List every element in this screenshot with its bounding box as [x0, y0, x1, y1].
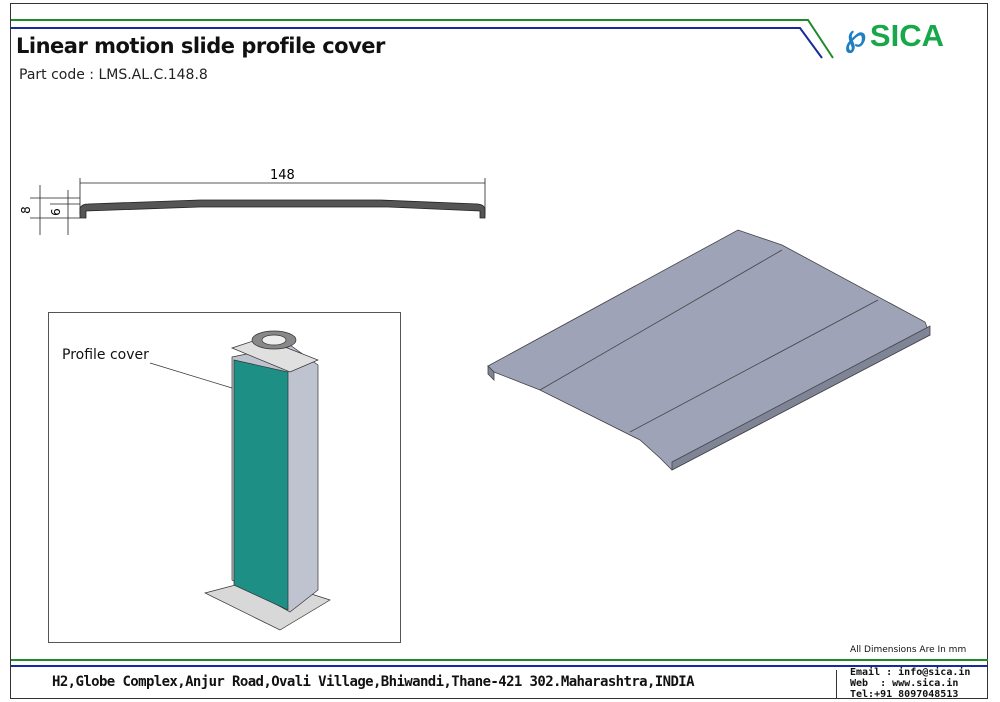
header-green-line [11, 19, 834, 59]
contact-web: Web : www.sica.in [850, 678, 959, 689]
page-title: Linear motion slide profile cover [16, 34, 385, 58]
height-dimension: 8 [18, 206, 33, 214]
contact-tel: Tel:+91 8097048513 [850, 689, 959, 700]
logo-text: SICA [869, 18, 944, 53]
sheet-border [10, 3, 988, 699]
inner-height-dimension: 6 [48, 208, 63, 216]
profile-cover-callout: Profile cover [62, 347, 149, 363]
footer-separator [836, 670, 837, 698]
header-blue-line [11, 27, 823, 59]
logo-mark-icon: ℘ [845, 20, 866, 53]
contact-email: Email : info@sica.in [850, 667, 971, 678]
contact-block: Email : info@sica.in Web : www.sica.in T… [850, 667, 970, 700]
profile-section-drawing [30, 178, 486, 235]
part-code: Part code : LMS.AL.C.148.8 [19, 67, 208, 83]
isometric-cover-view [487, 229, 931, 471]
company-address: H2,Globe Complex,Anjur Road,Ovali Villag… [52, 674, 695, 690]
sica-logo: ℘SICA [845, 18, 944, 54]
assembly-inset-frame [48, 312, 401, 643]
width-dimension: 148 [270, 168, 295, 183]
assembly-illustration [149, 330, 331, 631]
dimensions-note: All Dimensions Are In mm [850, 645, 967, 655]
